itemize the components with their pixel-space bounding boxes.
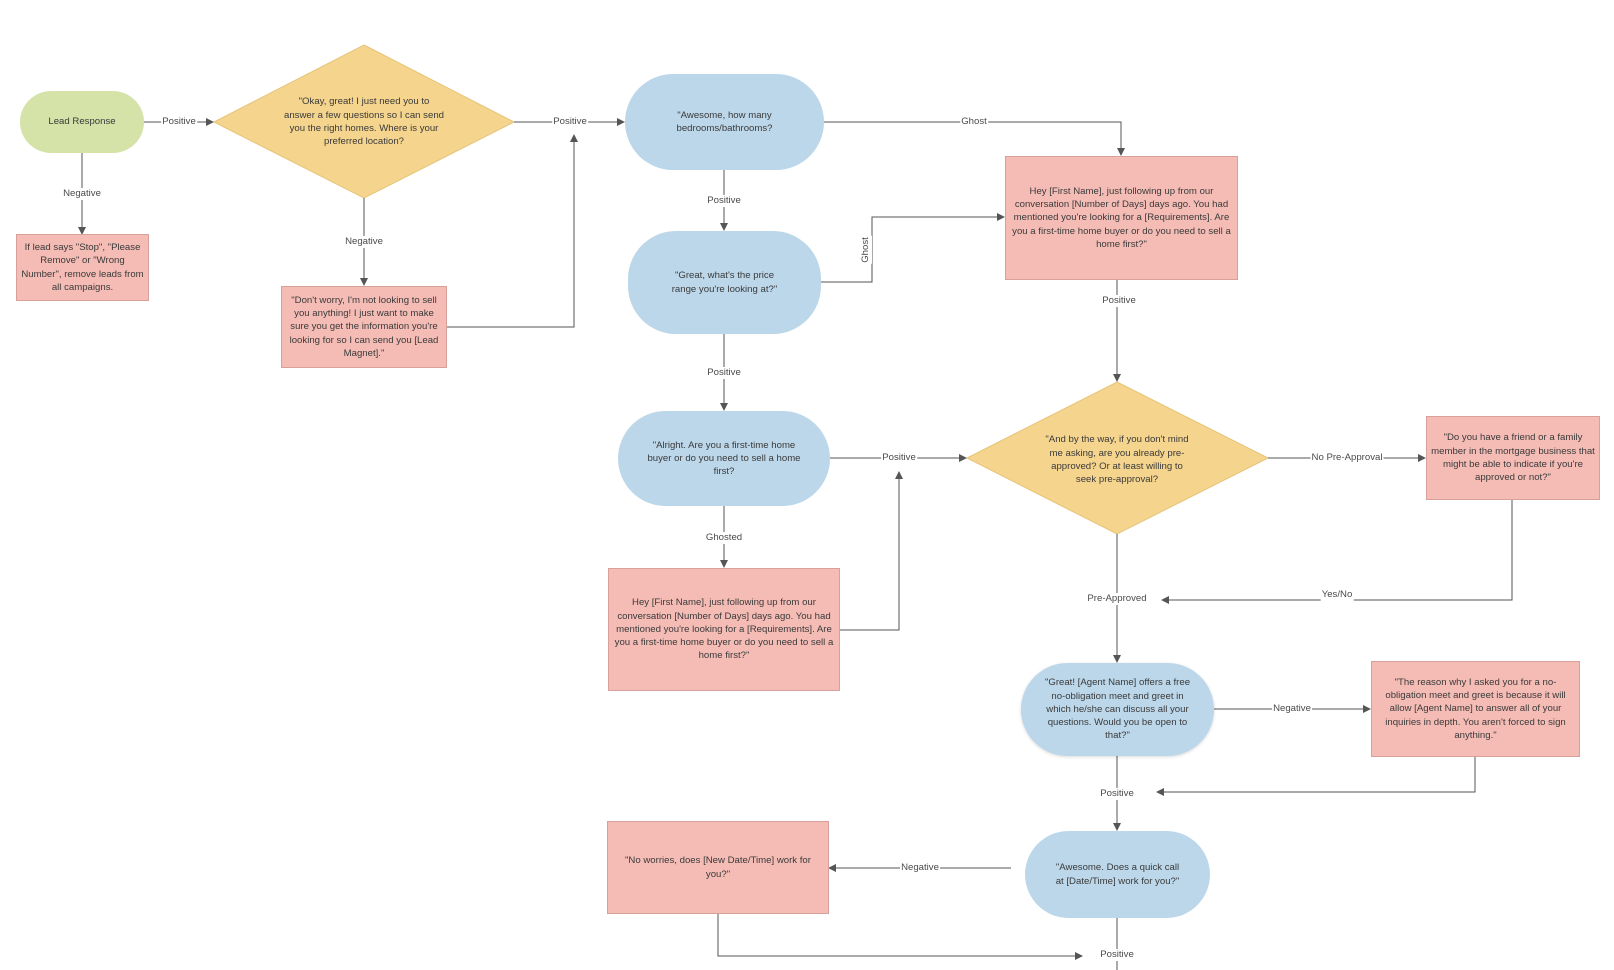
node-lead-response: Lead Response	[20, 91, 144, 153]
node-first-time-buyer-text: "Alright. Are you a first-time home buye…	[647, 439, 801, 478]
node-reason-why-text: "The reason why I asked you for a no-obl…	[1385, 676, 1566, 741]
node-dont-worry-text: "Don't worry, I'm not looking to sell yo…	[289, 294, 439, 359]
edge-reason-return	[1156, 757, 1476, 796]
node-pre-approved-text: "And by the way, if you don't mind me as…	[1045, 434, 1189, 486]
node-bedrooms: "Awesome, how many bedrooms/bathrooms?	[625, 74, 824, 170]
node-quick-call-text: "Awesome. Does a quick call at [Date/Tim…	[1055, 862, 1180, 887]
node-meet-greet-text: "Great! [Agent Name] offers a free no-ob…	[1044, 677, 1191, 742]
node-reason-why: "The reason why I asked you for a no-obl…	[1371, 661, 1580, 757]
node-follow-up-bottom-text: Hey [First Name], just following up from…	[614, 597, 834, 662]
label-location-positive: Positive	[552, 116, 588, 128]
edge-yes-no	[1161, 500, 1513, 604]
node-stop-remove-text: If lead says "Stop", "Please Remove" or …	[21, 241, 144, 293]
label-meet-positive: Positive	[1099, 788, 1135, 800]
node-follow-up-top: Hey [First Name], just following up from…	[1005, 156, 1238, 280]
edge-dont-worry-return	[447, 134, 578, 328]
node-stop-remove: If lead says "Stop", "Please Remove" or …	[16, 234, 149, 301]
node-dont-worry: "Don't worry, I'm not looking to sell yo…	[281, 286, 447, 368]
label-no-pre-approval: No Pre-Approval	[1310, 452, 1384, 464]
label-price-positive: Positive	[706, 367, 742, 379]
label-bedrooms-ghost: Ghost	[960, 116, 988, 128]
edge-no-worries-return	[717, 914, 1083, 960]
node-quick-call: "Awesome. Does a quick call at [Date/Tim…	[1025, 831, 1210, 918]
node-price-range-text: "Great, what's the price range you're lo…	[671, 270, 778, 295]
label-buyer-positive: Positive	[881, 452, 917, 464]
label-followup-positive: Positive	[1101, 295, 1137, 307]
node-friend-family: "Do you have a friend or a family member…	[1426, 416, 1600, 500]
node-preferred-location: "Okay, great! I just need you to answer …	[280, 80, 448, 164]
edge-follow-up-return	[840, 471, 903, 631]
label-lead-negative: Negative	[62, 188, 102, 200]
node-follow-up-top-text: Hey [First Name], just following up from…	[1012, 185, 1231, 250]
label-bedrooms-positive: Positive	[706, 195, 742, 207]
label-call-positive: Positive	[1099, 949, 1135, 961]
edge-price-ghost	[821, 213, 1005, 283]
label-location-negative: Negative	[344, 236, 384, 248]
node-no-worries: "No worries, does [New Date/Time] work f…	[607, 821, 829, 914]
label-pre-approved: Pre-Approved	[1086, 593, 1148, 605]
node-follow-up-bottom: Hey [First Name], just following up from…	[608, 568, 840, 691]
label-lead-positive: Positive	[161, 116, 197, 128]
node-meet-greet: "Great! [Agent Name] offers a free no-ob…	[1021, 663, 1214, 756]
node-preferred-location-text: "Okay, great! I just need you to answer …	[284, 96, 444, 148]
node-pre-approved: "And by the way, if you don't mind me as…	[1040, 418, 1194, 502]
node-bedrooms-text: "Awesome, how many bedrooms/bathrooms?	[676, 109, 773, 134]
edge-bedrooms-ghost	[824, 121, 1125, 156]
label-yes-no: Yes/No	[1320, 589, 1354, 601]
node-friend-family-text: "Do you have a friend or a family member…	[1431, 432, 1595, 484]
label-buyer-ghosted: Ghosted	[704, 532, 744, 544]
node-no-worries-text: "No worries, does [New Date/Time] work f…	[625, 855, 811, 880]
node-lead-response-text: Lead Response	[48, 116, 116, 128]
node-first-time-buyer: "Alright. Are you a first-time home buye…	[618, 411, 830, 506]
label-meet-negative: Negative	[1272, 703, 1312, 715]
label-call-negative: Negative	[900, 862, 940, 874]
label-price-ghost: Ghost	[860, 236, 872, 264]
node-price-range: "Great, what's the price range you're lo…	[628, 231, 821, 334]
